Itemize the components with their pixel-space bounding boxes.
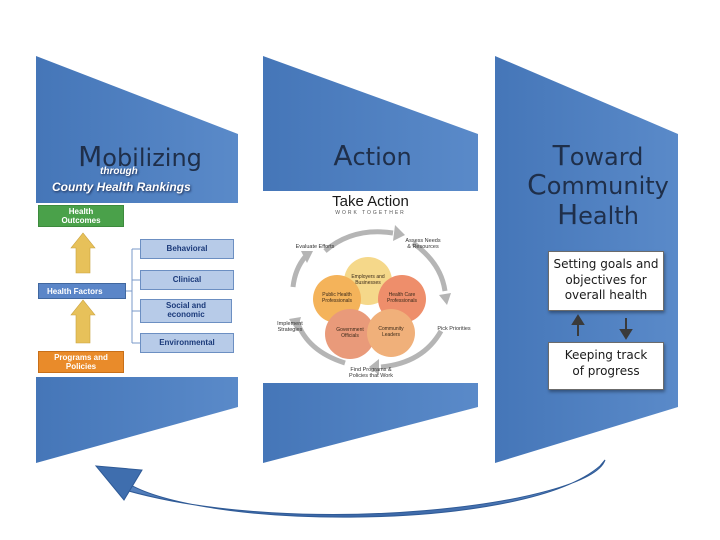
- take-action-image: Take Action WORK TOGETHER Evaluate Effor…: [263, 191, 478, 383]
- health-outcomes-box: Health Outcomes: [38, 205, 124, 227]
- mobilizing-title: Mobilizing: [60, 142, 220, 171]
- health-rest: ealth: [578, 201, 639, 230]
- assess-needs-label: Assess Needs & Resources: [405, 238, 441, 251]
- goals-objectives-box: Setting goals and objectives for overall…: [548, 251, 664, 311]
- work-together-subtitle: WORK TOGETHER: [335, 210, 406, 216]
- toward-rest: oward: [569, 143, 644, 171]
- cycle-arrow: [117, 459, 606, 518]
- take-action-title: Take Action: [332, 193, 409, 210]
- action-title-rest: ction: [352, 143, 412, 171]
- mobilizing-title-rest: obilizing: [102, 144, 202, 172]
- keeping-track-box: Keeping track of progress: [548, 342, 664, 390]
- action-title-initial: A: [333, 139, 353, 172]
- health-initial: H: [557, 197, 579, 231]
- take-action-cycle-arrows: [289, 225, 451, 375]
- health-factors-box: Health Factors: [38, 283, 126, 299]
- implement-strategies-label: Implement Strategies: [277, 321, 303, 334]
- community-initial: C: [527, 168, 547, 202]
- environmental-box: Environmental: [140, 333, 234, 353]
- action-title: Action: [290, 141, 455, 170]
- mobilizing-title-initial: M: [78, 140, 103, 173]
- find-programs-label: Find Programs & Policies that Work: [349, 367, 393, 380]
- programs-policies-box: Programs and Policies: [38, 351, 124, 373]
- community-circle: Community Leaders: [367, 309, 415, 357]
- through-label: through: [100, 166, 138, 177]
- chr-model-image: Health Outcomes Behavioral Clinical Heal…: [36, 203, 238, 377]
- toward-community-health-title: Toward Community Health: [520, 141, 676, 229]
- cycle-arrow-head: [94, 465, 143, 501]
- pick-priorities-label: Pick Priorities: [437, 326, 471, 332]
- toward-initial: T: [552, 139, 570, 172]
- government-circle: Government Officials: [325, 309, 375, 359]
- community-rest: ommunity: [546, 172, 669, 201]
- social-economic-box: Social and economic: [140, 299, 232, 323]
- clinical-box: Clinical: [140, 270, 234, 290]
- evaluate-efforts-label: Evaluate Efforts: [295, 244, 335, 250]
- behavioral-box: Behavioral: [140, 239, 234, 259]
- county-health-rankings-label: County Health Rankings: [52, 180, 191, 194]
- chr-model-lines: [70, 232, 140, 344]
